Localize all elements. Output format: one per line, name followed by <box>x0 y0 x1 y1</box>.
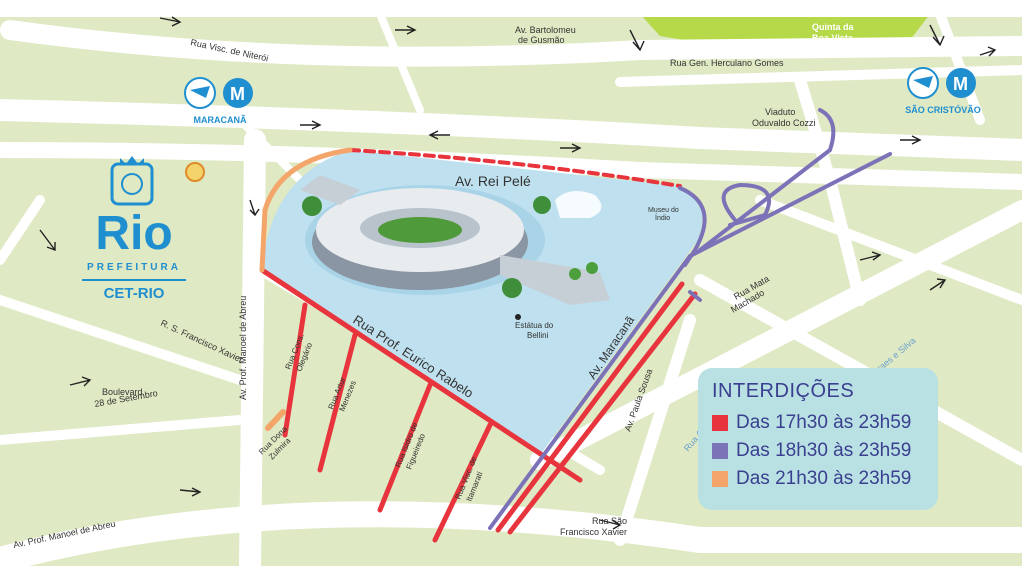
svg-text:Boa Vista: Boa Vista <box>812 33 854 43</box>
legend-label: Das 17h30 às 23h59 <box>736 412 912 433</box>
label-estatua: Estátua do <box>515 321 554 330</box>
label-rei-pele: Av. Rei Pelé <box>455 173 531 189</box>
legend-swatch-red <box>712 415 728 431</box>
legend-title: INTERDIÇÕES <box>712 380 855 402</box>
label-bartolomeu: Av. Bartolomeu <box>515 25 576 35</box>
brand-agency: CET-RIO <box>82 279 186 302</box>
emblem-icon <box>185 162 205 182</box>
label-sao-francisco: Rua São <box>592 516 627 526</box>
metro-train-icon: M <box>184 77 253 109</box>
closure-manoel-abreu <box>259 147 353 273</box>
closure-cons-olegario <box>282 302 308 438</box>
traffic-arrows <box>39 16 997 530</box>
metro-train-icon: M <box>907 67 976 99</box>
label-viaduto: Viaduto <box>765 107 795 117</box>
label-manoel-abreu-vertical: Av. Prof. Manoel de Abreu <box>238 296 248 400</box>
svg-text:Francisco Xavier: Francisco Xavier <box>560 527 627 537</box>
svg-text:Oduvaldo Cozzi: Oduvaldo Cozzi <box>752 118 816 128</box>
legend-label: Das 21h30 às 23h59 <box>736 468 912 489</box>
city-coat-of-arms-icon <box>110 156 154 206</box>
label-quinta: Quinta da <box>812 22 854 32</box>
closures <box>259 108 892 543</box>
station-label-maracana: MARACANÃ <box>193 115 247 125</box>
svg-text:Índio: Índio <box>655 213 670 222</box>
svg-text:M: M <box>230 84 245 104</box>
stadium <box>300 175 610 320</box>
legend-panel: INTERDIÇÕES Das 17h30 às 23h59 Das 18h30… <box>698 368 938 510</box>
legend-item: Das 21h30 às 23h59 <box>712 465 924 493</box>
label-museu: Museu do <box>648 207 679 214</box>
station-maracana[interactable]: M MARACANÃ <box>180 76 260 125</box>
brand-city: Rio <box>95 207 173 260</box>
legend-label: Das 18h30 às 23h59 <box>736 440 912 461</box>
station-label-sao-cristovao: SÃO CRISTÓVÃO <box>905 105 981 115</box>
closure-rei-pele <box>348 148 682 188</box>
label-boulevard: Boulevard <box>102 387 143 397</box>
svg-text:Bellini: Bellini <box>527 331 549 340</box>
prefeitura-logo: Rio PREFEITURA CET-RIO <box>82 150 186 302</box>
legend-swatch-orange <box>712 471 728 487</box>
legend-item: Das 17h30 às 23h59 <box>712 409 924 437</box>
brand-prefeitura: PREFEITURA <box>87 262 181 273</box>
legend-swatch-purple <box>712 443 728 459</box>
svg-text:de Gusmão: de Gusmão <box>518 35 565 45</box>
label-herculano: Rua Gen. Herculano Gomes <box>670 58 784 68</box>
svg-text:M: M <box>953 74 968 94</box>
station-sao-cristovao[interactable]: M SÃO CRISTÓVÃO <box>903 66 983 115</box>
closure-eurico-rabelo <box>259 267 583 483</box>
legend-item: Das 18h30 às 23h59 <box>712 437 924 465</box>
closure-dona-zulmira <box>265 409 286 431</box>
